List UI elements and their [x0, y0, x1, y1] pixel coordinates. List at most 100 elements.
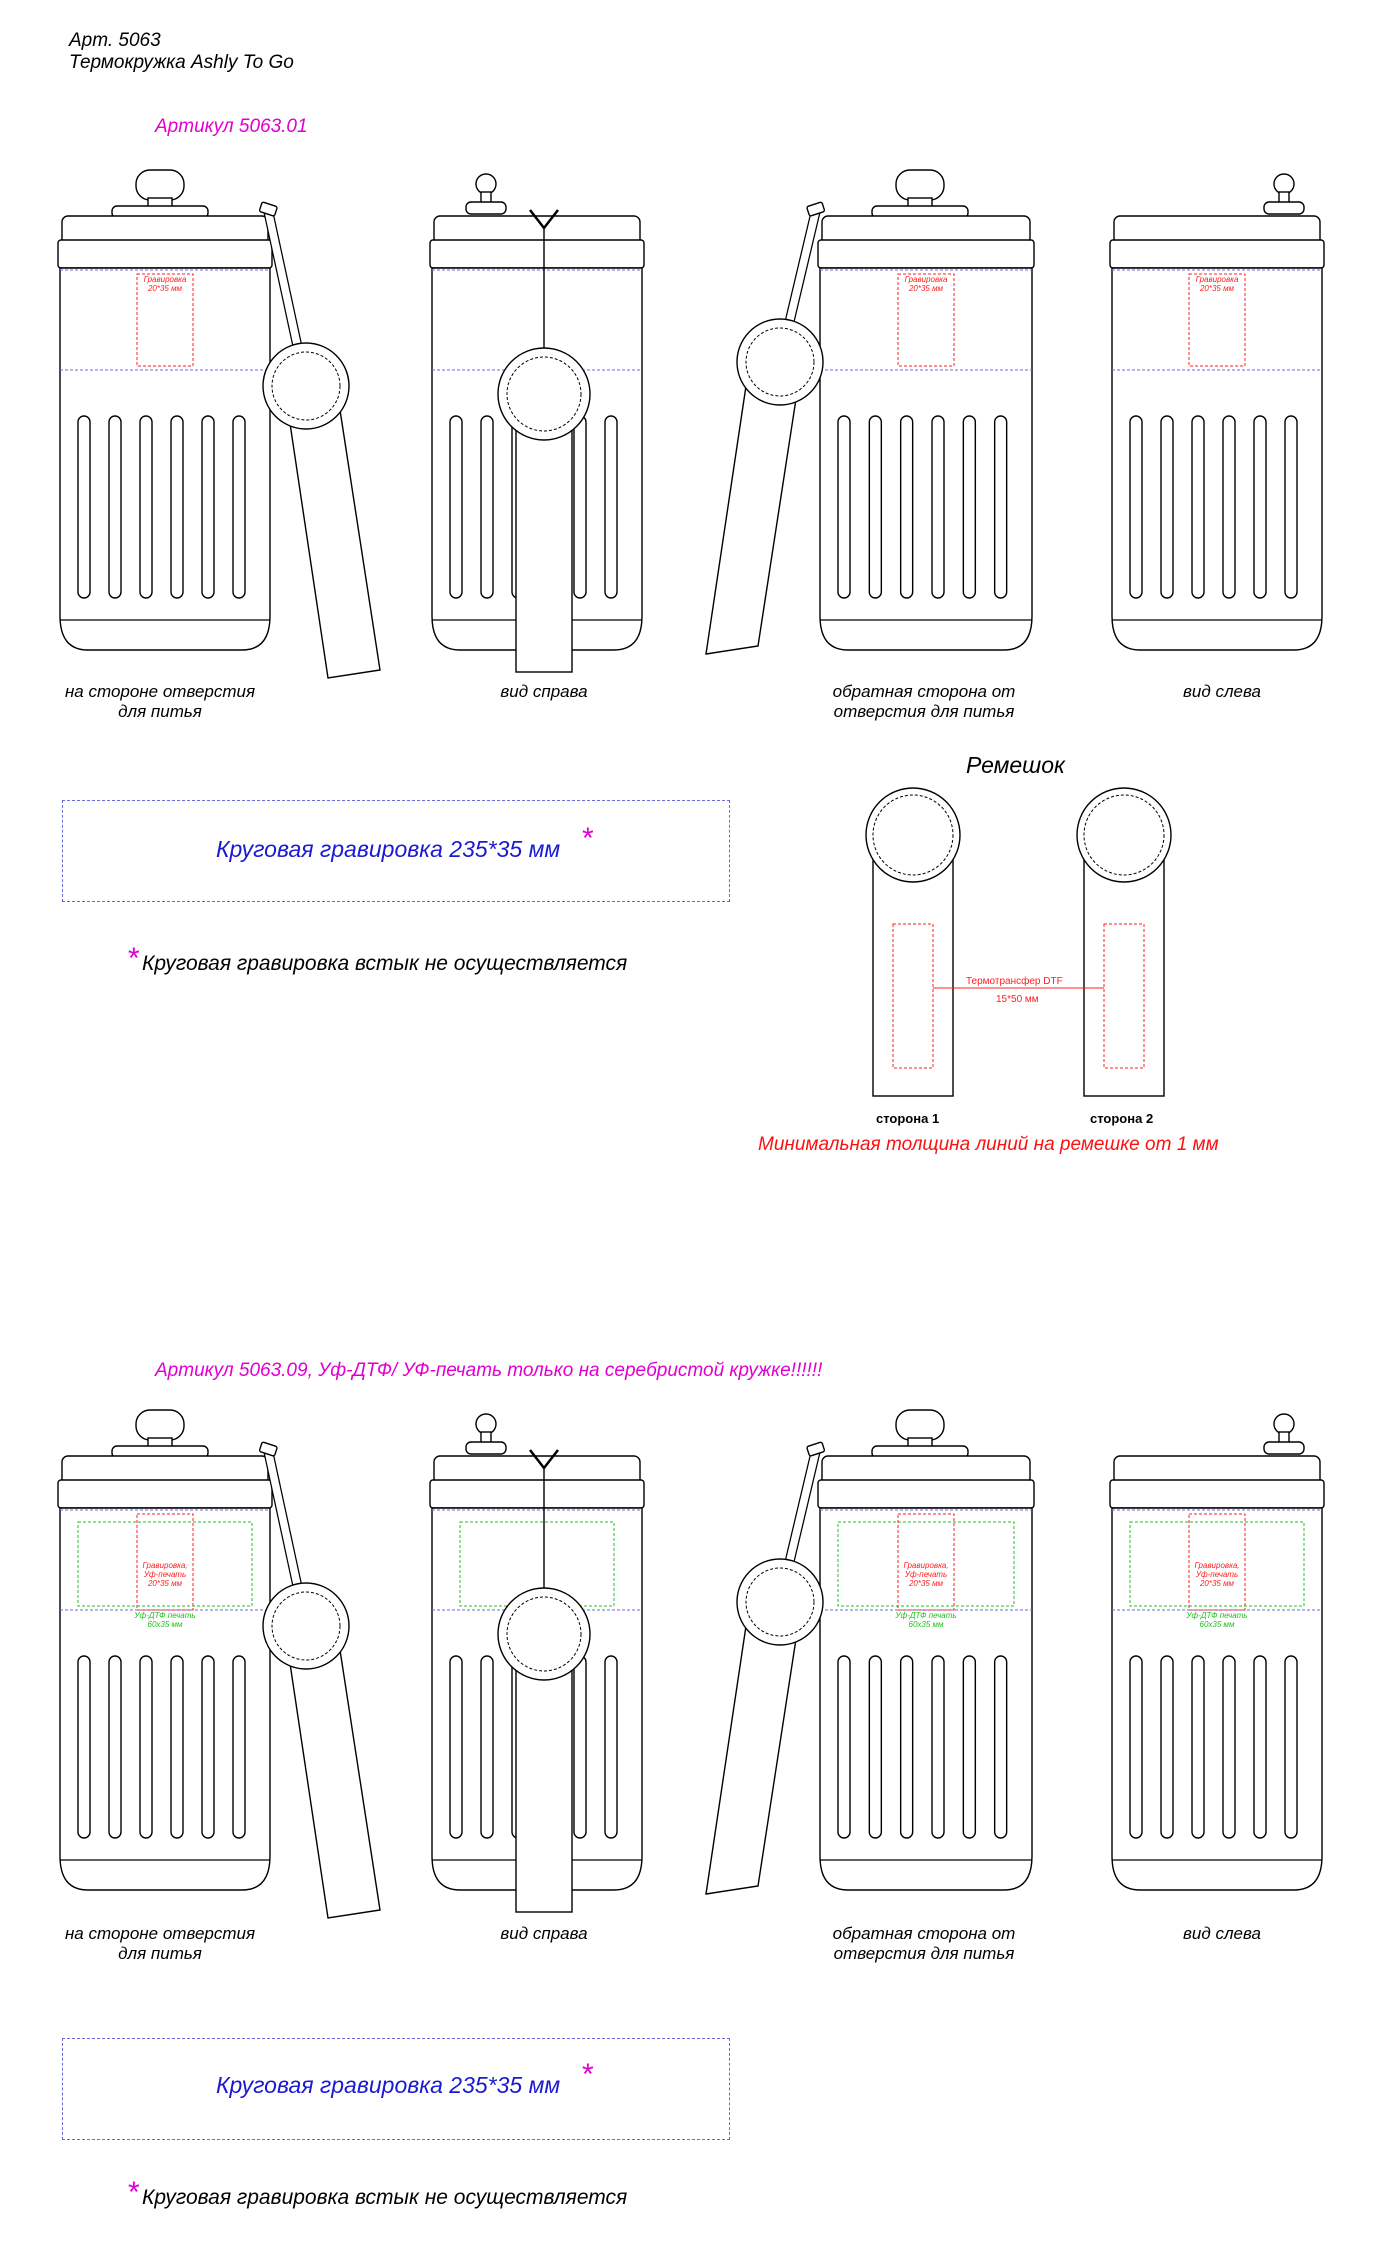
mug-rib — [232, 415, 246, 599]
mug-rib — [201, 415, 215, 599]
strap-side-2-label: сторона 2 — [1090, 1111, 1154, 1126]
lid-slider — [465, 1441, 507, 1455]
asterisk-note-1: * — [128, 942, 140, 975]
mug-rib — [962, 415, 977, 599]
strap-side-1-label: сторона 1 — [876, 1111, 940, 1126]
mug-rib — [449, 415, 463, 599]
uv-print-zone — [837, 1521, 1015, 1607]
strap-tag-disc-guide — [872, 794, 954, 876]
engraving-zone — [897, 273, 955, 367]
strap-disc-guide — [745, 1567, 815, 1637]
strap-clip — [258, 201, 278, 217]
engraving-zone — [136, 273, 194, 367]
strap-ribbon — [515, 409, 573, 673]
mug-rib — [1253, 415, 1267, 599]
asterisk-note-2: * — [128, 2176, 140, 2209]
mug-rib — [201, 1655, 215, 1839]
mug-rib — [170, 415, 184, 599]
mug-rib — [931, 415, 945, 599]
mug-rib — [1191, 1655, 1205, 1839]
mug-rib — [449, 1655, 463, 1839]
mug-rib — [899, 1655, 914, 1839]
strap-tag-disc — [865, 787, 961, 883]
mug-rib — [931, 1655, 945, 1839]
strap-transfer-zone — [892, 923, 934, 1069]
mug-rib — [1160, 415, 1174, 599]
asterisk-1: * — [582, 822, 594, 855]
strap-disc — [262, 1582, 350, 1670]
mug-rib — [139, 1655, 153, 1839]
engraving-note-2: Круговая гравировка встык не осуществляе… — [142, 2186, 628, 2209]
mug-rib — [480, 1655, 494, 1839]
mug-rib — [108, 415, 122, 599]
lid-slider — [1263, 1441, 1305, 1455]
caption-right-1: вид справа — [500, 682, 588, 701]
mug-rib — [1222, 1655, 1236, 1839]
strap-tag-disc — [1076, 787, 1172, 883]
strap-clip — [258, 1441, 278, 1457]
engraving-note-1: Круговая гравировка встык не осуществляе… — [142, 952, 628, 975]
strap-tag-2 — [1076, 787, 1172, 1097]
mug-rib — [1160, 1655, 1174, 1839]
mug-rib — [837, 1655, 851, 1839]
strap-disc-guide — [745, 327, 815, 397]
mug-rib — [868, 1655, 883, 1839]
mug-rib — [1253, 1655, 1267, 1839]
mug-rib — [232, 1655, 246, 1839]
engraving-zone — [136, 1513, 194, 1611]
mug-rib — [993, 415, 1008, 599]
mug-rib — [604, 1655, 618, 1839]
strap-disc — [736, 1558, 824, 1646]
strap-disc-guide — [506, 356, 582, 432]
circular-engraving-box-2 — [62, 2038, 730, 2140]
mug-rib — [170, 1655, 184, 1839]
lid-slider — [465, 201, 507, 215]
mug-rib — [108, 1655, 122, 1839]
engraving-zone — [897, 1513, 955, 1611]
mug-rib — [868, 415, 883, 599]
strap-tag-1 — [865, 787, 961, 1097]
engraving-zone — [1188, 1513, 1246, 1611]
mug-rib — [899, 415, 914, 599]
strap-transfer-size: 15*50 мм — [996, 994, 1039, 1005]
strap-disc — [497, 1587, 591, 1681]
strap-disc-guide — [271, 1591, 341, 1661]
engraving-zone — [1188, 273, 1246, 367]
strap-transfer-zone — [1103, 923, 1145, 1069]
mug-rib — [1284, 415, 1298, 599]
mug-rib — [604, 415, 618, 599]
uv-print-zone — [1129, 1521, 1305, 1607]
article-variant-2: Артикул 5063.09, Уф-ДТФ/ УФ-печать тольк… — [155, 1360, 823, 1381]
product-title: Термокружка Ashly To Go — [69, 52, 294, 73]
strap-title: Ремешок — [966, 752, 1065, 778]
strap-min-line-note: Минимальная толщина линий на ремешке от … — [758, 1134, 1219, 1155]
mug-rib — [77, 415, 91, 599]
mug-rib — [993, 1655, 1008, 1839]
strap-disc-guide — [271, 351, 341, 421]
caption-right-2: вид справа — [500, 1924, 588, 1943]
uv-print-zone — [77, 1521, 253, 1607]
strap-disc — [262, 342, 350, 430]
lid-slider — [1263, 201, 1305, 215]
strap-clip — [806, 201, 826, 217]
strap-disc — [497, 347, 591, 441]
strap-disc — [736, 318, 824, 406]
caption-left-1: вид слева — [1183, 682, 1261, 701]
strap-clip — [806, 1441, 826, 1457]
